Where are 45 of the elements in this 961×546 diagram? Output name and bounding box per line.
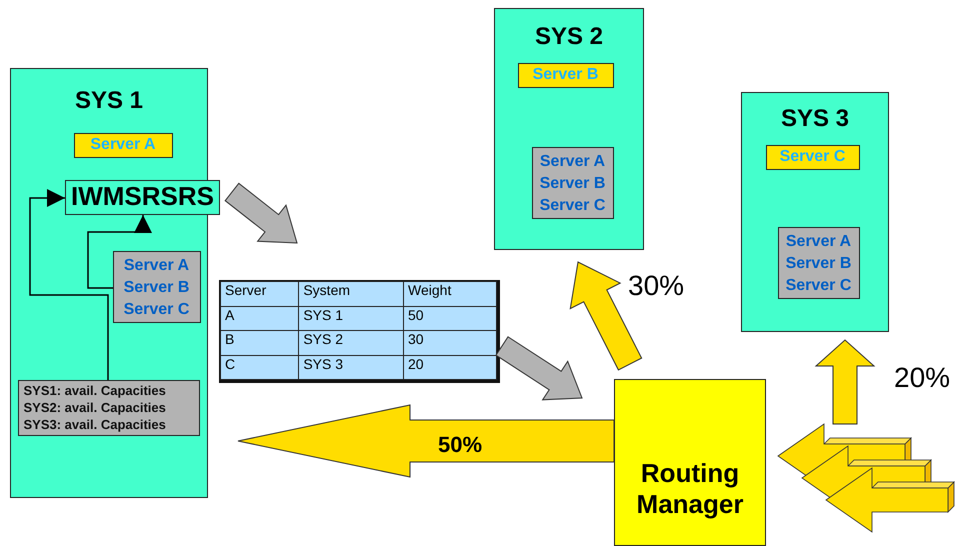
block-arrow [814,339,876,424]
system-panel [741,92,889,332]
panel-title: SYS 3 [780,105,850,133]
process-box [74,132,172,158]
process-box [614,379,766,546]
process-box [518,62,614,88]
block-arrow [495,336,583,400]
capacity-text: SYS3: avail. Capacities [22,416,167,432]
edge-label: 30% [628,270,684,302]
panel-title: SYS 2 [534,23,604,51]
arrow [29,189,109,380]
table-cell: 30 [404,330,496,355]
box-label: Server C [778,148,846,166]
block-arrow [224,182,298,244]
block-arrow [570,261,642,371]
table-cell: Weight [404,282,496,306]
block-arrow [238,404,614,478]
box-label: Routing Manager [636,458,744,520]
process-box [65,180,220,215]
table-cell: C [220,355,299,380]
server-list: Server A Server B Server C [114,254,200,320]
box-label: Server B [532,66,600,84]
box-label: IWMSRSRS [70,181,215,212]
box-label: Server A [89,136,157,154]
system-panel [494,8,644,250]
table-cell: SYS 3 [298,355,404,380]
table-cell: SYS 1 [298,306,404,330]
table-cell: 20 [404,355,496,380]
capacity-text: SYS1: avail. Capacities [22,382,167,398]
table-cell: 50 [404,306,496,330]
server-list: Server A Server B Server C [532,150,612,216]
table-cell: B [220,330,299,355]
edge-label: 50% [438,432,482,458]
process-box [18,380,200,436]
capacity-text: SYS2: avail. Capacities [22,400,167,414]
server-list: Server A Server B Server C [778,230,858,296]
table-cell: A [220,306,299,330]
edge-label: 20% [894,362,950,394]
table-cell: System [298,282,404,306]
panel-title: SYS 1 [74,87,144,115]
weight-table [219,280,500,383]
table-cell: SYS 2 [298,330,404,355]
table-cell: Server [220,282,299,306]
process-box [766,144,860,170]
arrow [87,215,152,289]
